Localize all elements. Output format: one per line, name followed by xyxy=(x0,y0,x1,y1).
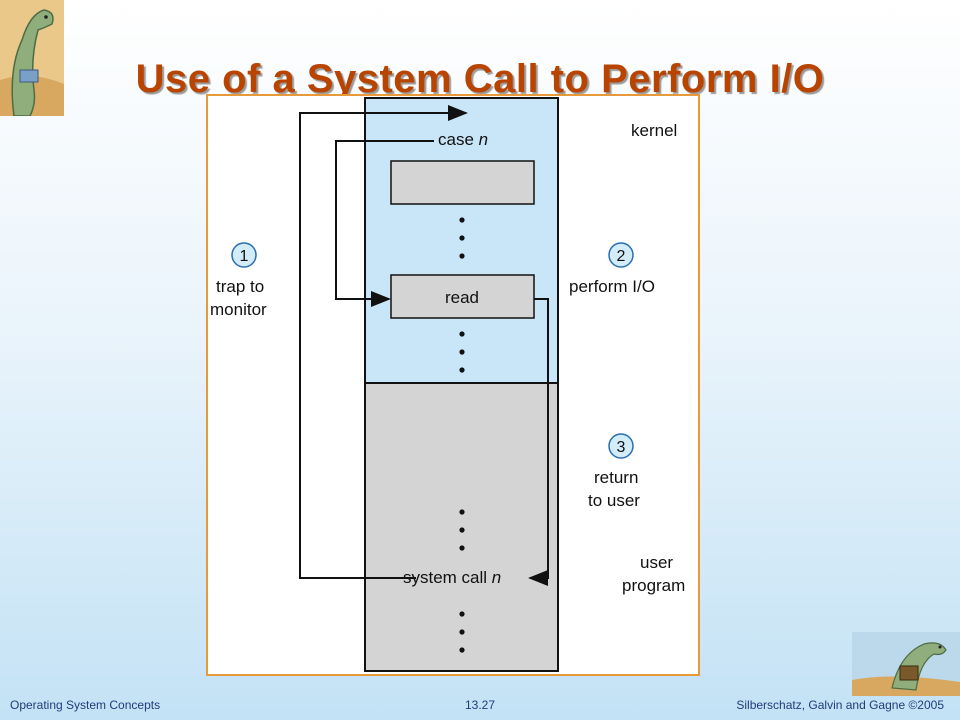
step-3-marker: 3 xyxy=(608,433,634,459)
figure-frame: case n read system call n kernel user pr… xyxy=(206,94,700,676)
step-1-marker: 1 xyxy=(231,242,257,268)
svg-text:2: 2 xyxy=(617,248,626,265)
ellipsis-dots xyxy=(459,217,465,653)
dispatch-arrow xyxy=(335,140,434,307)
slide-title: Use of a System Call to Perform I/O xyxy=(135,56,825,101)
trap-arrow xyxy=(299,105,468,579)
user-program-label-line2: program xyxy=(622,576,685,595)
footer-course-title: Operating System Concepts xyxy=(10,698,161,712)
footer-slide-number: 13.27 xyxy=(464,698,496,712)
read-routine-box xyxy=(390,274,535,319)
step-2-label: perform I/O xyxy=(569,277,655,296)
user-program-region xyxy=(364,382,559,672)
kernel-routine-box xyxy=(390,160,535,205)
case-n-label: case n xyxy=(438,130,488,149)
kernel-label: kernel xyxy=(631,121,677,140)
svg-text:1: 1 xyxy=(240,248,249,265)
return-arrow xyxy=(528,298,549,586)
system-call-diagram: case n read system call n kernel user pr… xyxy=(210,97,685,672)
step-2-marker: 2 xyxy=(608,242,634,268)
read-label: read xyxy=(445,288,479,307)
step-3-label-line1: return xyxy=(594,468,638,487)
svg-text:3: 3 xyxy=(617,439,626,456)
step-3-label-line2: to user xyxy=(588,491,640,510)
dinosaur-logo-top xyxy=(0,0,64,116)
dinosaur-logo-bottom xyxy=(852,632,960,696)
system-call-n-label: system call n xyxy=(403,568,501,587)
footer-copyright: Silberschatz, Galvin and Gagne ©2005 xyxy=(736,698,944,712)
step-1-label-line2: monitor xyxy=(210,300,267,319)
step-1-label-line1: trap to xyxy=(216,277,264,296)
user-program-label-line1: user xyxy=(640,553,673,572)
